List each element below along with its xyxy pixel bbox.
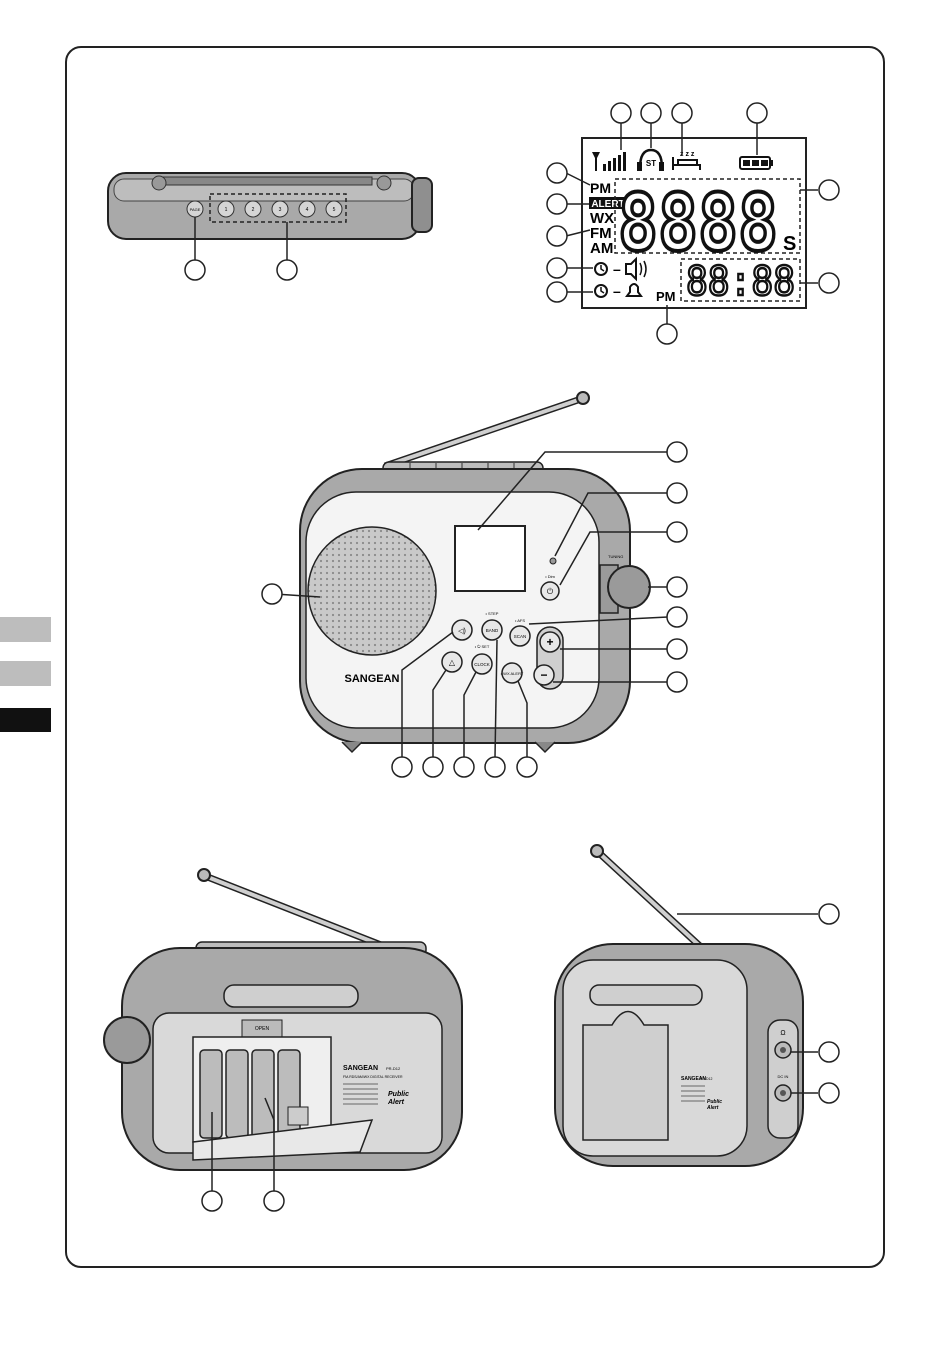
page-button-label: PAGE [190, 207, 201, 212]
band-label: BAND [486, 628, 499, 633]
callout-circle [819, 180, 839, 200]
callout-circle [454, 757, 474, 777]
rear-left-alert: Alert [387, 1099, 405, 1106]
callout-circle [667, 483, 687, 503]
clock-above-label: • ⏻ SET [475, 644, 490, 649]
front-lcd-window [455, 526, 525, 591]
top-view-radio: PAGE 1 2 3 4 5 [108, 173, 432, 280]
volume-symbol: ◁) [458, 628, 466, 635]
rear-left-public: Public [388, 1091, 409, 1098]
callout-circle [667, 672, 687, 692]
callout-circle [517, 757, 537, 777]
callout-circle [392, 757, 412, 777]
scan-label: SCAN [514, 634, 527, 639]
rear-right-alert: Alert [706, 1105, 719, 1111]
stereo-text: ST [646, 159, 656, 168]
speaker-grille [308, 527, 436, 655]
callout-circle [423, 757, 443, 777]
callout-circle [667, 607, 687, 627]
alarm-symbol: △ [449, 658, 456, 667]
main-suffix: S [783, 233, 796, 255]
rear-right-model: PR-D12 [700, 1077, 713, 1081]
callout-circle [262, 584, 282, 604]
lcd-display: ST z z z PM ALERT WX FM AM [547, 103, 839, 344]
callout-circle [667, 577, 687, 597]
callout-circle [747, 103, 767, 123]
pm-indicator-bottom: PM [656, 289, 676, 304]
front-brand: SANGEAN [344, 673, 399, 685]
callout-circle [819, 1042, 839, 1062]
rear-left-brand: SANGEAN [343, 1065, 378, 1072]
callout-circle [667, 639, 687, 659]
callout-circle [547, 282, 567, 302]
callout-circle [547, 163, 567, 183]
open-label: OPEN [255, 1026, 270, 1032]
rear-right-panel [583, 1012, 668, 1141]
preset-label-2: 2 [252, 207, 255, 213]
callout-circle [202, 1191, 222, 1211]
callout-circle [547, 226, 567, 246]
dc-in-label: DC IN [778, 1074, 789, 1079]
power-symbol: ⏻ [547, 587, 554, 596]
callout-circle [819, 273, 839, 293]
alarm-dash-2: – [613, 283, 621, 299]
callout-circle [185, 260, 205, 280]
rear-left-desc: FM-RDS/AM/WX DIGITAL RECEIVER [343, 1075, 403, 1079]
main-frequency-digits: 8888 [618, 179, 778, 269]
sub-clock-digits: 88:88 [686, 259, 795, 305]
callout-circle [667, 522, 687, 542]
callout-circle [667, 442, 687, 462]
callout-circle [819, 1083, 839, 1103]
callout-circle [547, 194, 567, 214]
callout-circle [547, 258, 567, 278]
callout-circle [819, 904, 839, 924]
knob-label: TUNING [608, 554, 623, 559]
power-above-label: • Dim [545, 574, 555, 579]
callout-circle [277, 260, 297, 280]
pm-indicator-top: PM [590, 180, 611, 196]
am-indicator: AM [590, 240, 613, 257]
headphone-jack-label: Ω [780, 1030, 785, 1037]
preset-label-5: 5 [333, 207, 336, 213]
tuning-knob[interactable] [608, 566, 650, 608]
band-above-label: • STEP [486, 611, 499, 616]
preset-label-4: 4 [306, 207, 309, 213]
front-view-radio: SANGEAN • Dim ⏻ TUNING ◁) △ • STEP BAND … [262, 392, 687, 777]
callout-circle [611, 103, 631, 123]
callout-circle [485, 757, 505, 777]
callout-circle [264, 1191, 284, 1211]
callout-circle [641, 103, 661, 123]
preset-label-3: 3 [279, 207, 282, 213]
rear-view-right-radio: SANGEAN PR-D12 Public Alert Ω DC IN [555, 845, 839, 1166]
preset-label-1: 1 [225, 207, 228, 213]
clock-label: CLOCK [474, 662, 490, 667]
wx-alert-label: • WX ALERT [501, 671, 524, 676]
callout-circle [657, 324, 677, 344]
minus-symbol: − [540, 668, 547, 682]
scan-above-label: • AFS [515, 618, 525, 623]
rear-left-model: PR-D12 [386, 1066, 401, 1071]
plus-symbol: + [546, 635, 553, 649]
callout-circle [672, 103, 692, 123]
rear-view-left-radio: OPEN SANGEAN PR-D12 FM-RDS/AM/WX DIGITAL… [104, 869, 462, 1211]
